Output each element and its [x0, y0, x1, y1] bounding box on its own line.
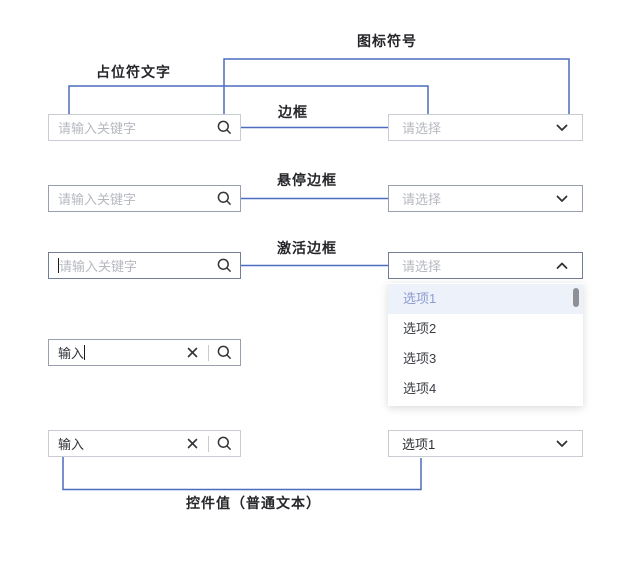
icon-divider	[208, 435, 209, 452]
search-input-active[interactable]: 请输入关键字	[48, 252, 241, 279]
search-input-normal[interactable]: 请输入关键字	[48, 114, 241, 141]
annotation-control-value: 控件值（普通文本）	[186, 495, 321, 511]
search-input-hover[interactable]: 请输入关键字	[48, 185, 241, 212]
search-icon[interactable]	[217, 436, 232, 451]
scrollbar-thumb[interactable]	[573, 288, 579, 307]
dropdown-panel: 选项1 选项2 选项3 选项4	[388, 283, 583, 406]
chevron-up-icon	[556, 262, 568, 270]
clear-icon[interactable]	[187, 438, 198, 449]
search-icon[interactable]	[217, 345, 232, 360]
select-placeholder: 请选择	[402, 192, 442, 207]
select-with-value[interactable]: 选项1	[388, 430, 583, 457]
icon-divider	[208, 344, 209, 361]
annotation-placeholder-text: 占位符文字	[96, 64, 171, 80]
chevron-down-icon	[556, 440, 568, 448]
search-icon[interactable]	[217, 191, 232, 206]
text-cursor	[84, 345, 86, 360]
dropdown-option-3[interactable]: 选项3	[403, 351, 437, 366]
search-value: 输入	[58, 437, 85, 452]
connector-value	[62, 457, 422, 491]
chevron-down-icon	[556, 124, 568, 132]
clear-icon[interactable]	[187, 347, 198, 358]
search-placeholder: 请输入关键字	[58, 192, 137, 207]
select-active-open[interactable]: 请选择	[388, 252, 583, 279]
search-value: 输入	[58, 346, 85, 361]
annotation-active-border: 激活边框	[277, 240, 337, 256]
dropdown-option-1[interactable]: 选项1	[388, 284, 583, 314]
annotation-border: 边框	[278, 104, 308, 120]
select-placeholder: 请选择	[402, 259, 442, 274]
select-normal[interactable]: 请选择	[388, 114, 583, 141]
text-cursor	[58, 258, 59, 273]
search-input-with-value[interactable]: 输入	[48, 430, 241, 457]
dropdown-option-2[interactable]: 选项2	[403, 321, 437, 336]
search-icon[interactable]	[217, 120, 232, 135]
search-placeholder: 请输入关键字	[59, 259, 138, 274]
select-hover[interactable]: 请选择	[388, 185, 583, 212]
search-placeholder: 请输入关键字	[58, 121, 137, 136]
annotation-hover-border: 悬停边框	[277, 172, 337, 188]
chevron-down-icon	[556, 195, 568, 203]
dropdown-option-4[interactable]: 选项4	[403, 381, 437, 396]
select-placeholder: 请选择	[402, 121, 442, 136]
search-input-with-value-active[interactable]: 输入	[48, 339, 241, 366]
annotation-icon-symbol: 图标符号	[357, 33, 417, 49]
search-icon[interactable]	[217, 258, 232, 273]
select-value: 选项1	[402, 437, 436, 452]
